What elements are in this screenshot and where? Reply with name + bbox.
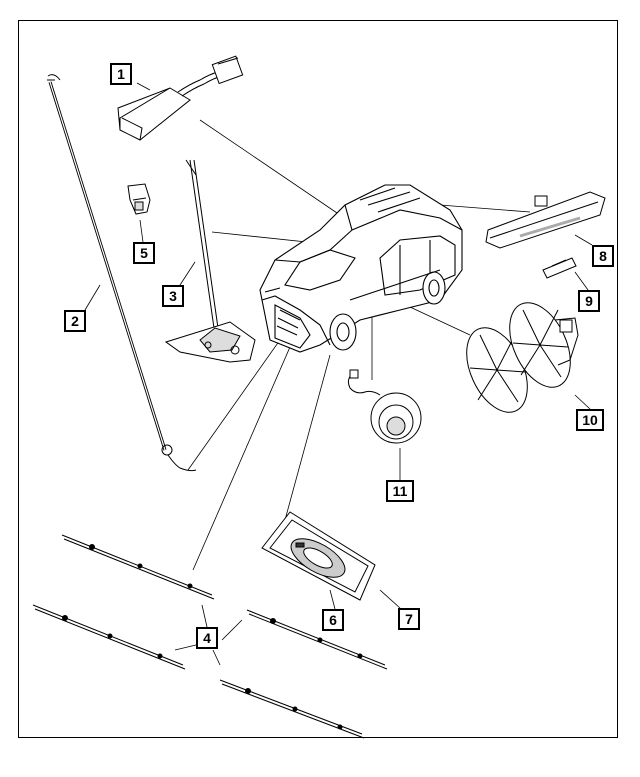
callout-9: 9 <box>578 290 600 312</box>
callout-11: 11 <box>386 480 414 502</box>
callout-7: 7 <box>398 608 420 630</box>
callout-6: 6 <box>322 609 344 631</box>
callout-leaders <box>84 82 593 666</box>
callout-3: 3 <box>162 285 184 307</box>
module-part <box>117 55 244 141</box>
callout-10: 10 <box>576 409 604 431</box>
speaker-part <box>347 369 422 444</box>
callout-1: 1 <box>110 63 132 85</box>
dome-light-part <box>485 191 606 249</box>
callout-8: 8 <box>592 245 614 267</box>
callout-4: 4 <box>196 627 218 649</box>
callout-5: 5 <box>133 242 155 264</box>
callout-2: 2 <box>64 310 86 332</box>
bulb-part <box>542 257 577 279</box>
rod-antenna-part <box>164 159 256 363</box>
console-part <box>261 511 376 601</box>
minivan-illustration <box>259 184 463 353</box>
clip-part <box>127 183 151 215</box>
lamp-lens-part <box>466 302 579 413</box>
antenna-cable-part <box>47 74 197 472</box>
wire-harness-part <box>32 534 388 739</box>
